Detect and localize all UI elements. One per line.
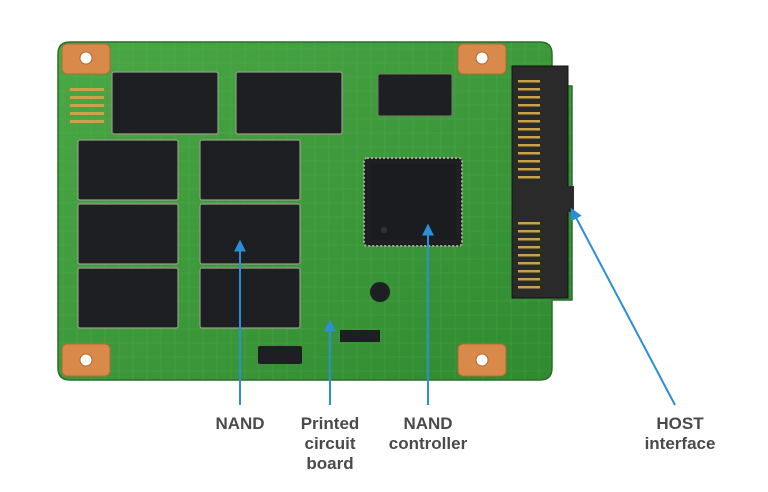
- nand-controller-chip: [363, 157, 463, 247]
- pointer-lines: [234, 207, 676, 406]
- small-components: [258, 282, 390, 364]
- host-label-line: HOST: [656, 414, 704, 433]
- small-chip: [377, 73, 453, 117]
- nand-chip: [77, 203, 179, 265]
- pcb-label-line: circuit: [304, 434, 356, 453]
- nand-label-line: NAND: [215, 414, 265, 433]
- nand-chip: [199, 267, 301, 329]
- host-label: HOST interface: [628, 414, 732, 454]
- pcb-label-line: Printed: [300, 414, 360, 433]
- sata-connector: [511, 65, 574, 299]
- nand-chip: [199, 203, 301, 265]
- nand-chip: [235, 71, 343, 135]
- controller-label-line: controller: [388, 434, 468, 453]
- host-label-line: interface: [644, 434, 716, 453]
- nand-label: NAND: [196, 414, 284, 434]
- nand-chip: [199, 139, 301, 201]
- nand-chips: [77, 71, 343, 329]
- controller-label-line: NAND: [403, 414, 453, 433]
- pcb-label-line: board: [306, 454, 354, 473]
- nand-chip: [77, 139, 179, 201]
- nand-chip: [111, 71, 219, 135]
- controller-label: NAND controller: [376, 414, 480, 454]
- host-pointer: [570, 207, 676, 406]
- header-pins: [70, 88, 104, 123]
- pcb-label: Printed circuit board: [286, 414, 374, 474]
- nand-chip: [77, 267, 179, 329]
